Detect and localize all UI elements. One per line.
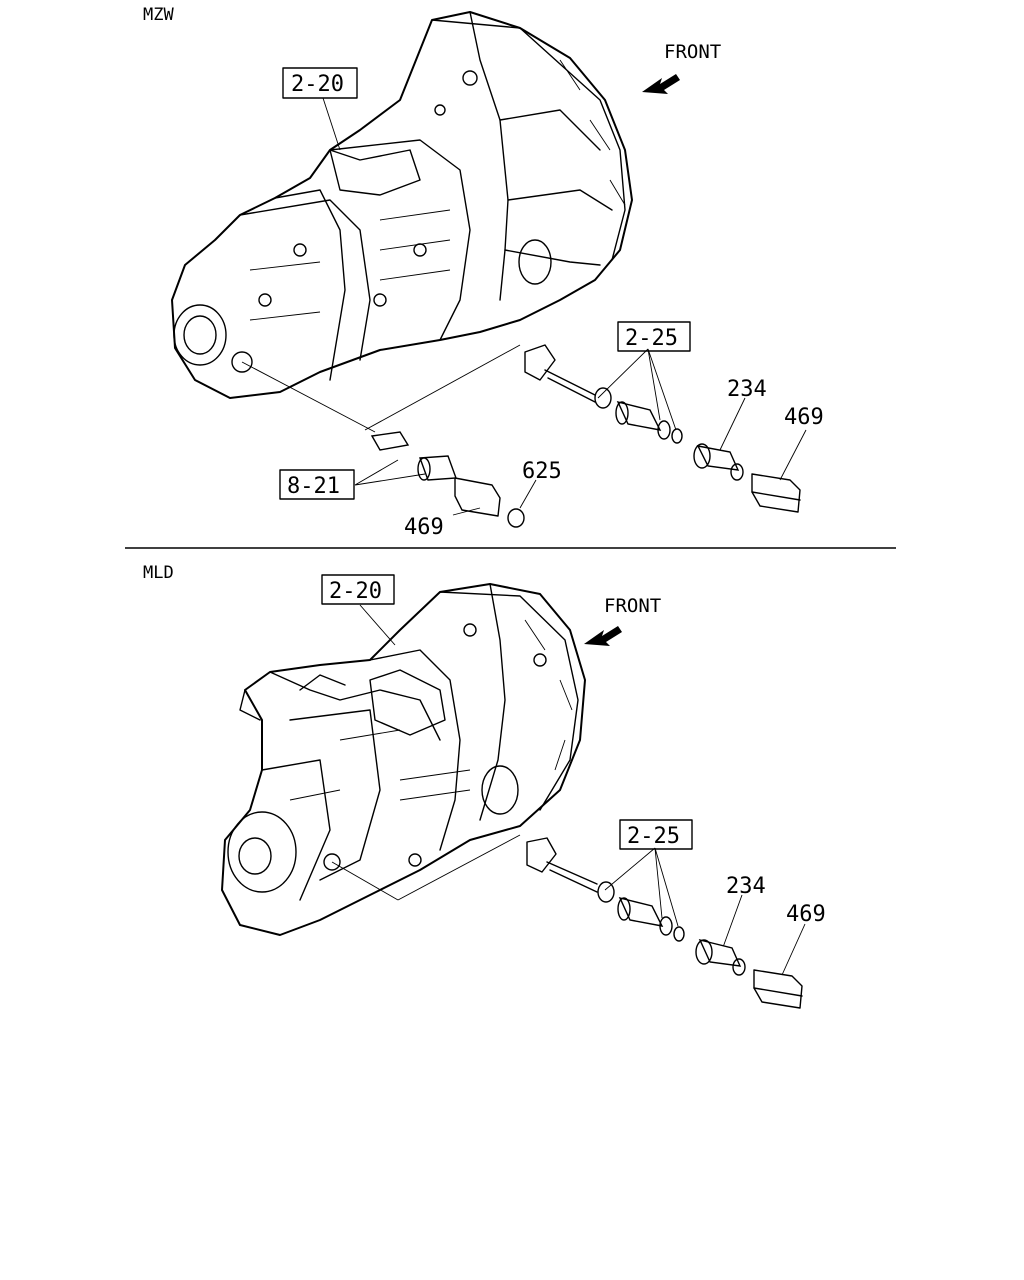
front-arrow-icon: [642, 74, 680, 94]
transmission-drawing: [221, 583, 586, 936]
cover-left: [454, 477, 501, 517]
section-mld: MLD FRONT: [143, 563, 826, 1009]
section-label-mzw: MZW: [143, 5, 174, 25]
callout-625: 625: [522, 459, 562, 484]
adapter-plate: [370, 431, 410, 451]
callout-234: 234: [726, 874, 766, 899]
section-label-mld: MLD: [143, 563, 174, 583]
callout-469-left: 469: [404, 515, 444, 540]
callout-8-21: 8-21: [287, 474, 340, 499]
leader-lines: [241, 97, 807, 516]
callout-box-8-21: [279, 469, 355, 500]
section-mzw: MZW FRONT: [143, 5, 824, 540]
callout-2-20: 2-20: [329, 579, 382, 604]
callout-box-2-20: [321, 574, 395, 605]
leader-lines: [331, 604, 806, 976]
callout-2-20: 2-20: [291, 72, 344, 97]
transmission-drawing: [171, 11, 633, 399]
front-label: FRONT: [604, 595, 661, 617]
adapter-sleeve: [417, 455, 457, 481]
pinion-sleeve: [617, 896, 673, 936]
seal-ring: [671, 428, 683, 444]
o-ring: [597, 881, 615, 903]
seal-ring: [673, 926, 685, 942]
speed-sensor: [693, 443, 744, 481]
pinion-sleeve: [615, 400, 671, 440]
callout-469-right: 469: [784, 405, 824, 430]
sensor-cover: [753, 969, 803, 1009]
callout-469-right: 469: [786, 902, 826, 927]
speedometer-pinion: [526, 837, 598, 893]
o-ring: [594, 387, 612, 409]
front-arrow-icon: [584, 626, 622, 646]
speedometer-pinion: [524, 344, 596, 403]
plug-part: [507, 508, 525, 528]
callout-box-2-25: [619, 819, 693, 850]
callout-box-2-20: [282, 67, 358, 99]
speed-sensor: [695, 938, 746, 976]
callout-2-25: 2-25: [625, 326, 678, 351]
callout-2-25: 2-25: [627, 824, 680, 849]
callout-234: 234: [727, 377, 767, 402]
sensor-cover: [751, 473, 801, 513]
callout-box-2-25: [617, 321, 691, 352]
front-label: FRONT: [664, 41, 721, 63]
